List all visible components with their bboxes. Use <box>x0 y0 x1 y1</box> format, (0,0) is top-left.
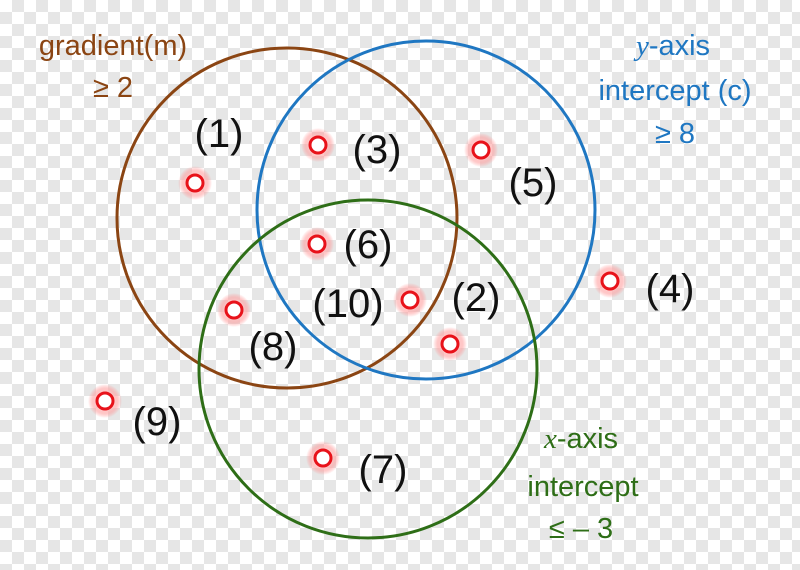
point-marker-8 <box>217 293 251 327</box>
region-label-4: (4) <box>646 267 695 311</box>
gradient-set-label: gradient(m) ≥ 2 <box>39 30 187 104</box>
gradient-label-line1: gradient(m) <box>39 30 187 62</box>
svg-text:y-axis: y-axis <box>633 30 710 62</box>
point-marker-7 <box>306 441 340 475</box>
x-label-line3: ≤ – 3 <box>549 513 613 545</box>
point-marker-1 <box>178 166 212 200</box>
region-label-2: (2) <box>452 276 501 320</box>
region-label-6: (6) <box>344 223 393 267</box>
gradient-label-line2: ≥ 2 <box>93 72 133 104</box>
point-marker-4 <box>593 264 627 298</box>
y-label-line2: intercept (c) <box>598 75 751 107</box>
x-variable: x <box>543 423 557 455</box>
point-marker-10 <box>393 283 427 317</box>
region-label-3: (3) <box>353 128 402 172</box>
region-label-1: (1) <box>195 112 244 156</box>
point-markers <box>88 128 627 475</box>
x-intercept-set-label: x-axis intercept ≤ – 3 <box>527 423 638 545</box>
region-label-9: (9) <box>133 400 182 444</box>
region-label-8: (8) <box>249 325 298 369</box>
y-label-line1: -axis <box>649 30 710 62</box>
point-marker-6 <box>300 227 334 261</box>
region-label-10: (10) <box>312 282 383 326</box>
region-label-5: (5) <box>509 161 558 205</box>
x-label-line2: intercept <box>527 471 638 503</box>
region-labels: (1) (3) (5) (6) (10) (2) (4) (8) (9) (7) <box>133 112 695 492</box>
y-intercept-set-circle <box>255 39 597 381</box>
y-intercept-set-label: y-axis intercept (c) ≥ 8 <box>598 30 751 150</box>
point-marker-9 <box>88 384 122 418</box>
x-label-line1: -axis <box>557 423 618 455</box>
point-marker-5 <box>464 133 498 167</box>
svg-text:x-axis: x-axis <box>543 423 618 455</box>
point-marker-3 <box>301 128 335 162</box>
gradient-set-circle <box>115 46 459 390</box>
region-label-7: (7) <box>359 448 408 492</box>
x-intercept-set-circle <box>197 198 539 540</box>
y-variable: y <box>633 30 649 62</box>
y-label-line3: ≥ 8 <box>655 118 695 150</box>
point-marker-2 <box>433 327 467 361</box>
